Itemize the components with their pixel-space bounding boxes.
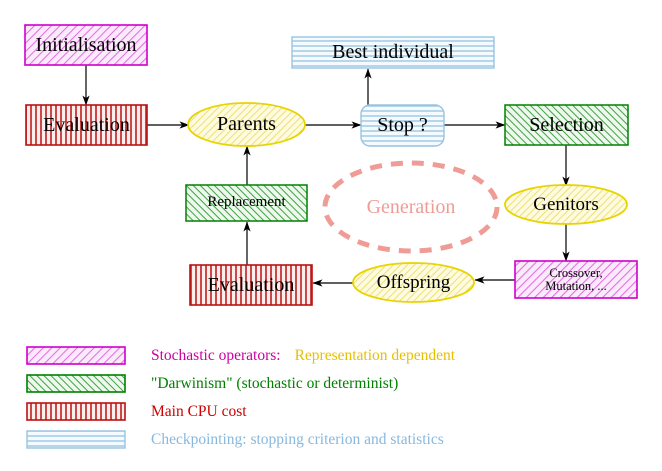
shape-replacement <box>185 184 308 222</box>
node-genitors-label: Genitors <box>533 193 599 215</box>
node-stop[interactable]: Stop ? <box>361 105 444 146</box>
node-evaluation-bottom[interactable]: Evaluation <box>190 265 312 305</box>
legend-row-cpu-cost: Main CPU cost <box>125 401 247 422</box>
node-evaluation-bottom-label: Evaluation <box>207 273 295 296</box>
node-selection-label: Selection <box>529 113 604 136</box>
shape-genitors <box>504 184 628 225</box>
legend-swatch-2 <box>26 402 126 421</box>
node-best-individual-label: Best individual <box>332 41 454 64</box>
shape-offspring <box>352 262 475 303</box>
node-replacement[interactable]: Replacement <box>186 185 307 221</box>
node-stop-label: Stop ? <box>377 114 428 137</box>
edge-group <box>82 65 570 287</box>
legend-swatch-3 <box>26 430 126 449</box>
shape-generation <box>322 160 500 254</box>
legend-label-representation-dependent: Representation dependent <box>294 346 456 364</box>
shape-best-individual <box>291 36 495 69</box>
node-evaluation-top[interactable]: Evaluation <box>26 105 147 145</box>
node-replacement-label: Replacement <box>207 194 286 211</box>
node-generation: Generation <box>325 163 497 251</box>
legend-label-darwinism: "Darwinism" (stochastic or determinist) <box>151 374 399 392</box>
node-offspring[interactable]: Offspring <box>353 263 474 302</box>
node-genitors[interactable]: Genitors <box>505 185 627 224</box>
node-crossover-mutation[interactable]: Crossover, Mutation, ... <box>515 261 637 298</box>
shape-initialisation <box>24 24 148 66</box>
shape-evaluation-top <box>25 104 148 146</box>
node-best-individual[interactable]: Best individual <box>292 36 494 69</box>
legend-row-stochastic: Stochastic operators: Representation dep… <box>125 345 455 366</box>
node-generation-label: Generation <box>366 195 456 218</box>
shape-parents <box>187 102 306 147</box>
legend-swatch-0 <box>26 346 126 365</box>
node-offspring-label: Offspring <box>376 271 451 293</box>
node-initialisation-label: Initialisation <box>35 33 137 56</box>
legend-label-main-cpu-cost: Main CPU cost <box>151 402 247 420</box>
node-crossover-mutation-label: Crossover, Mutation, ... <box>545 265 607 293</box>
shape-crossover-mutation <box>514 260 638 299</box>
legend-label-checkpointing: Checkpointing: stopping criterion and st… <box>151 430 444 448</box>
shape-stop <box>360 104 445 147</box>
node-selection[interactable]: Selection <box>505 105 628 145</box>
shape-selection <box>504 104 629 146</box>
legend-label-stochastic-operators: Stochastic operators: <box>151 346 281 364</box>
legend-row-darwinism: "Darwinism" (stochastic or determinist) <box>125 373 398 394</box>
node-initialisation[interactable]: Initialisation <box>25 25 147 65</box>
node-evaluation-top-label: Evaluation <box>43 113 130 136</box>
legend-row-checkpointing: Checkpointing: stopping criterion and st… <box>125 429 444 450</box>
shape-evaluation-bottom <box>189 264 313 306</box>
node-parents[interactable]: Parents <box>188 103 305 146</box>
legend-swatch-1 <box>26 374 126 393</box>
node-parents-label: Parents <box>217 113 276 136</box>
